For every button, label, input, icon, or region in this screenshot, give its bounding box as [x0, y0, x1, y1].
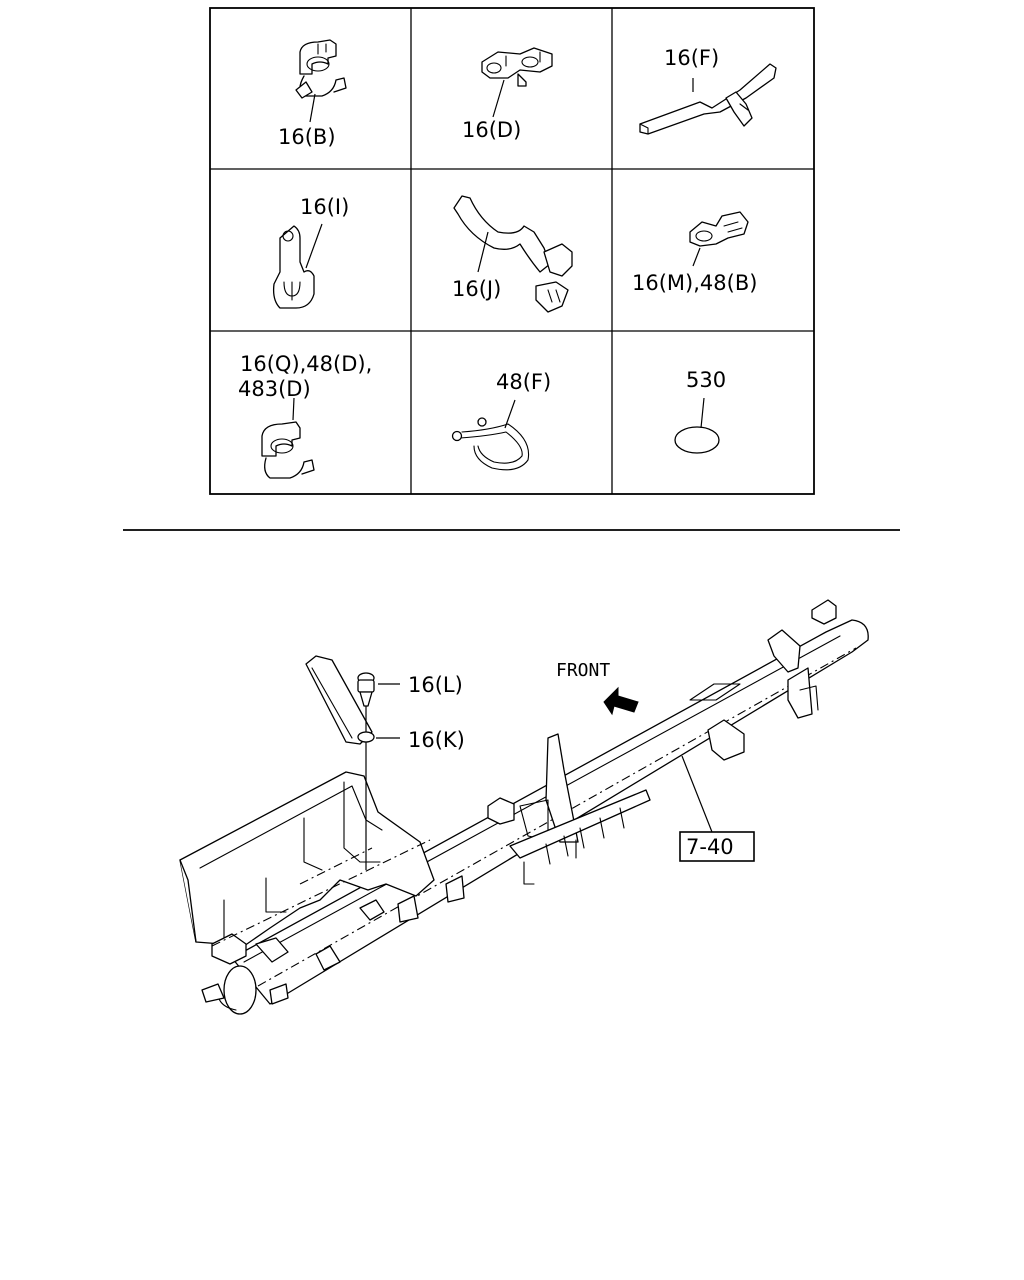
- catalog-cell-16d: 16(D): [462, 47, 553, 142]
- left-frame: [179, 771, 465, 1005]
- label-16j: 16(J): [452, 277, 501, 301]
- reference-7-40: 7-40: [679, 755, 755, 862]
- label-530: 530: [686, 368, 726, 392]
- front-indicator: FRONT: [556, 660, 639, 716]
- band-f-icon: [451, 417, 530, 471]
- catalog-cell-16m-48b: 16(M),48(B): [632, 211, 757, 295]
- clip-16l-icon: [357, 672, 375, 707]
- front-label: FRONT: [556, 660, 610, 681]
- clip-q-icon: [261, 421, 315, 479]
- callout-16l: 16(L): [408, 673, 463, 697]
- clip-i-icon: [272, 225, 315, 309]
- catalog-cell-16i: 16(I): [272, 195, 349, 309]
- column-strip: [305, 655, 373, 745]
- reference-box: [679, 831, 755, 862]
- clip-d-icon: [481, 47, 553, 87]
- clip-f-icon: [639, 63, 777, 135]
- catalog-cell-48f: 48(F): [451, 370, 551, 471]
- label-16i: 16(I): [300, 195, 349, 219]
- label-16d: 16(D): [462, 118, 521, 142]
- catalog-cell-530: 530: [674, 368, 726, 454]
- reference-label: 7-40: [686, 835, 734, 859]
- cross-car-beam-assembly: [179, 599, 869, 1015]
- catalog-cell-16f: 16(F): [639, 46, 777, 135]
- label-483d: 483(D): [238, 377, 311, 401]
- label-16b: 16(B): [278, 125, 336, 149]
- washer-16k-icon: [357, 731, 375, 743]
- center-bracket: [487, 733, 579, 843]
- lower-rack: [509, 789, 651, 885]
- clip-b-icon: [295, 39, 347, 99]
- clip-j-icon: [453, 195, 573, 313]
- label-16q-48d: 16(Q),48(D),: [240, 352, 372, 376]
- right-end-brackets: [689, 599, 837, 761]
- catalog-cell-16b: 16(B): [278, 39, 347, 149]
- label-48f: 48(F): [496, 370, 551, 394]
- label-16f: 16(F): [664, 46, 719, 70]
- callout-16k: 16(K): [408, 728, 465, 752]
- parts-catalog-grid: [209, 7, 815, 495]
- clip-16l-assembly: 16(L) 16(K): [305, 655, 465, 870]
- label-16m-48b: 16(M),48(B): [632, 271, 757, 295]
- catalog-cell-16j: 16(J): [452, 195, 573, 313]
- front-arrow-icon: [603, 686, 639, 716]
- catalog-cell-16q-48d-483d: 16(Q),48(D), 483(D): [238, 352, 372, 479]
- clip-m-icon: [689, 211, 749, 247]
- pad-530-icon: [674, 426, 720, 454]
